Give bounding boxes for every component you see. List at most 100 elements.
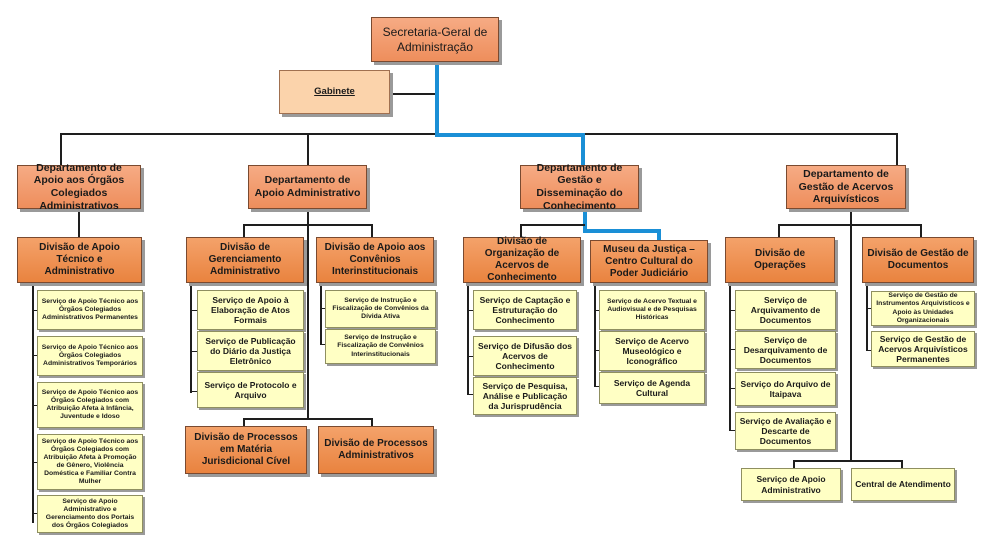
connector <box>467 394 473 395</box>
connector <box>901 460 903 468</box>
service-node[interactable]: Serviço de Gestão de Acervos Arquivístic… <box>871 331 975 367</box>
division-node[interactable]: Divisão de Processos em Matéria Jurisdic… <box>185 426 307 474</box>
service-node[interactable]: Serviço de Avaliação e Descarte de Docum… <box>735 412 836 450</box>
service-label: Serviço de Desarquivamento de Documentos <box>743 334 828 366</box>
connector <box>467 310 473 311</box>
service-node[interactable]: Serviço de Protocolo e Arquivo <box>197 372 304 408</box>
connector <box>32 513 38 514</box>
service-label: Serviço de Difusão dos Acervos de Conhec… <box>478 340 572 372</box>
service-node[interactable]: Serviço de Difusão dos Acervos de Conhec… <box>473 336 577 376</box>
service-node[interactable]: Serviço de Apoio à Elaboração de Atos Fo… <box>197 290 304 330</box>
connector <box>190 310 198 311</box>
division-title: Divisão de Processos em Matéria Jurisdic… <box>194 432 298 467</box>
division-node[interactable]: Divisão de Gerenciamento Administrativo <box>186 237 304 283</box>
connector <box>78 208 80 237</box>
highlight-path <box>657 229 661 242</box>
division-title: Divisão de Gerenciamento Administrativo <box>208 242 282 277</box>
division-node[interactable]: Museu da Justiça – Centro Cultural do Po… <box>590 240 708 283</box>
connector <box>32 355 38 356</box>
division-title: Divisão de Gestão de Documentos <box>867 248 969 271</box>
service-node[interactable]: Serviço de Pesquisa, Análise e Publicaçã… <box>473 377 577 415</box>
connector <box>729 283 731 431</box>
service-node[interactable]: Serviço de Instrução e Fiscalização de C… <box>325 290 436 328</box>
service-node[interactable]: Serviço de Acervo Museológico e Iconográ… <box>599 331 705 371</box>
service-node[interactable]: Serviço do Arquivo de Itaipava <box>735 372 836 406</box>
service-node[interactable]: Central de Atendimento <box>851 468 955 501</box>
service-node[interactable]: Serviço de Instrução e Fiscalização de C… <box>325 329 436 364</box>
department-node[interactable]: Departamento de Apoio aos Órgãos Colegia… <box>17 162 141 212</box>
connector <box>371 224 373 237</box>
division-title: Divisão de Organização de Acervos de Con… <box>484 236 560 283</box>
gabinete-node[interactable]: Gabinete <box>279 70 390 114</box>
service-label: Serviço de Acervo Textual e Audiovisual … <box>607 297 697 322</box>
connector <box>778 224 780 237</box>
division-title: Divisão de Apoio aos Convênios Interinst… <box>324 242 426 277</box>
service-node[interactable]: Serviço de Publicação do Diário da Justi… <box>197 331 304 371</box>
department-title: Departamento de Gestão de Acervos Arquiv… <box>798 168 894 206</box>
division-node[interactable]: Divisão de Apoio aos Convênios Interinst… <box>316 237 434 283</box>
service-label: Serviço de Apoio Administrativo <box>756 474 826 495</box>
service-node[interactable]: Serviço de Captação e Estruturação do Co… <box>473 290 577 330</box>
connector <box>920 224 922 237</box>
department-title: Departamento de Apoio Administrativo <box>254 174 361 199</box>
service-node[interactable]: Serviço de Gestão de Instrumentos Arquiv… <box>871 291 975 326</box>
service-label: Serviço de Avaliação e Descarte de Docum… <box>739 415 832 447</box>
connector <box>729 388 735 389</box>
connector <box>243 224 373 226</box>
connector <box>307 133 309 166</box>
service-node[interactable]: Serviço de Desarquivamento de Documentos <box>735 331 836 369</box>
connector <box>320 283 322 345</box>
highlight-path <box>583 208 587 231</box>
service-node[interactable]: Serviço de Apoio Administrativo <box>741 468 841 501</box>
gabinete-label: Gabinete <box>314 86 355 98</box>
service-node[interactable]: Serviço de Agenda Cultural <box>599 372 705 404</box>
connector <box>190 351 198 352</box>
connector <box>778 224 922 226</box>
connector <box>32 283 34 523</box>
connector <box>60 133 62 166</box>
connector <box>729 430 735 431</box>
division-node[interactable]: Divisão de Processos Administrativos <box>318 426 434 474</box>
division-title: Museu da Justiça – Centro Cultural do Po… <box>603 243 695 279</box>
service-label: Serviço de Apoio Técnico aos Órgãos Cole… <box>41 297 139 322</box>
connector <box>32 310 38 311</box>
service-label: Serviço de Agenda Cultural <box>613 377 691 398</box>
service-label: Serviço de Instrução e Fiscalização de C… <box>332 296 429 321</box>
department-node[interactable]: Departamento de Gestão e Disseminação do… <box>520 162 639 212</box>
connector <box>866 350 872 351</box>
connector <box>594 283 596 387</box>
service-label: Serviço de Publicação do Diário da Justi… <box>205 335 296 367</box>
service-node[interactable]: Serviço de Apoio Técnico aos Órgãos Cole… <box>37 434 143 490</box>
division-node[interactable]: Divisão de Operações <box>725 237 835 283</box>
service-label: Serviço de Apoio Administrativo e Gerenc… <box>45 497 135 530</box>
connector <box>243 418 373 420</box>
connector <box>850 208 852 462</box>
service-node[interactable]: Serviço de Acervo Textual e Audiovisual … <box>599 290 705 330</box>
service-node[interactable]: Serviço de Apoio Técnico aos Órgãos Cole… <box>37 382 143 428</box>
service-node[interactable]: Serviço de Apoio Técnico aos Órgãos Cole… <box>37 336 143 376</box>
service-label: Serviço de Acervo Museológico e Iconográ… <box>615 335 689 367</box>
connector <box>866 308 872 309</box>
service-node[interactable]: Serviço de Apoio Técnico aos Órgãos Cole… <box>37 290 143 330</box>
connector <box>520 224 522 237</box>
division-node[interactable]: Divisão de Gestão de Documentos <box>862 237 974 283</box>
connector <box>307 208 309 420</box>
root-node[interactable]: Secretaria-Geral de Administração <box>371 17 499 62</box>
division-title: Divisão de Processos Administrativos <box>324 438 428 461</box>
highlight-path <box>583 229 661 233</box>
service-label: Serviço de Apoio à Elaboração de Atos Fo… <box>210 294 291 326</box>
service-node[interactable]: Serviço de Arquivamento de Documentos <box>735 290 836 330</box>
department-node[interactable]: Departamento de Gestão de Acervos Arquiv… <box>786 165 906 209</box>
connector <box>594 310 600 311</box>
connector <box>371 418 373 426</box>
service-label: Serviço de Apoio Técnico aos Órgãos Cole… <box>41 343 139 368</box>
connector <box>729 349 735 350</box>
department-node[interactable]: Departamento de Apoio Administrativo <box>248 165 367 209</box>
division-node[interactable]: Divisão de Apoio Técnico e Administrativ… <box>17 237 142 283</box>
division-node[interactable]: Divisão de Organização de Acervos de Con… <box>463 236 581 283</box>
service-label: Serviço de Captação e Estruturação do Co… <box>479 294 571 326</box>
connector <box>190 283 192 393</box>
service-label: Serviço de Pesquisa, Análise e Publicaçã… <box>482 380 568 412</box>
service-node[interactable]: Serviço de Apoio Administrativo e Gerenc… <box>37 495 143 533</box>
